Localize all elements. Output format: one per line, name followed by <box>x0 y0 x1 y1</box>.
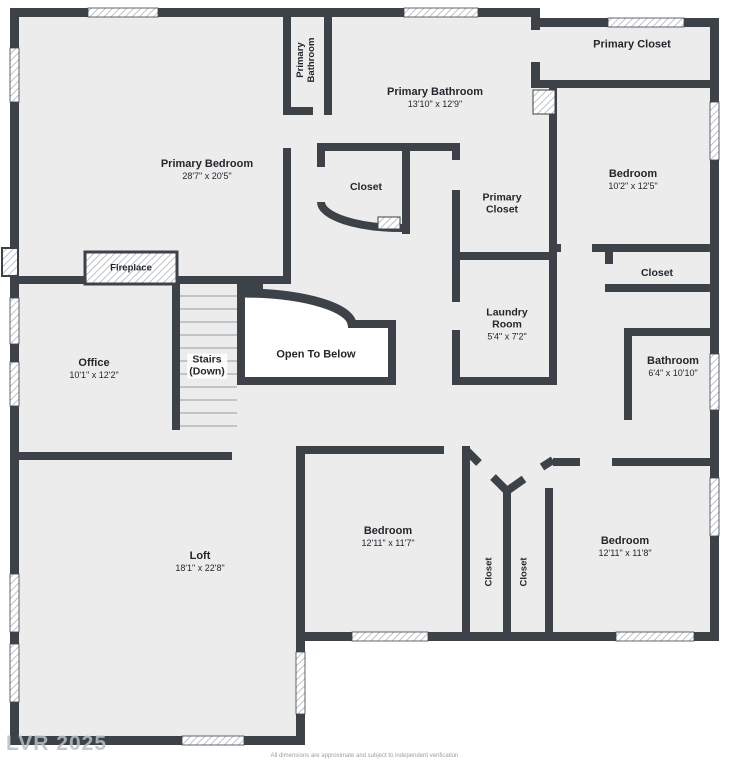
label-closet-right: Closet <box>640 266 674 279</box>
stairs-treads <box>180 295 237 427</box>
label-bedroom-bottom-right: Bedroom 12'11" x 11'8" <box>598 535 652 559</box>
label-primary-bathroom: Primary Bathroom 13'10" x 12'9" <box>387 86 483 110</box>
footer-disclaimer: All dimensions are approximate and subje… <box>270 753 459 759</box>
label-bathroom: Bathroom 6'4" x 10'10" <box>647 355 699 379</box>
floor-area <box>10 8 719 745</box>
label-loft: Loft 18'1" x 22'8" <box>175 550 225 574</box>
label-bedroom-top-right: Bedroom 10'2" x 12'5" <box>608 168 658 192</box>
label-primary-closet-top: Primary Closet <box>593 38 671 51</box>
label-primary-closet-mid: Primary Closet <box>482 191 522 216</box>
label-fireplace: Fireplace <box>110 262 152 274</box>
fireplace-hatch <box>1 89 556 286</box>
label-bedroom-bottom-center: Bedroom 12'11" x 11'7" <box>361 525 415 549</box>
label-primary-bedroom: Primary Bedroom 28'7" x 20'5" <box>160 158 254 182</box>
label-closet-vertical-left: Closet <box>483 557 495 587</box>
watermark: LVR 2025 <box>6 732 107 755</box>
label-stairs-down: Stairs (Down) <box>187 353 227 379</box>
label-office: Office 10'1" x 12'2" <box>69 357 119 381</box>
label-closet-vertical-right: Closet <box>518 557 530 587</box>
window-hatch <box>9 7 720 746</box>
label-laundry-room: Laundry Room 5'4" x 7'2" <box>486 306 528 342</box>
label-open-to-below: Open To Below <box>276 348 356 361</box>
label-primary-bathroom-wc: Primary Bathroom <box>294 37 317 83</box>
label-closet-mid: Closet <box>349 180 383 193</box>
